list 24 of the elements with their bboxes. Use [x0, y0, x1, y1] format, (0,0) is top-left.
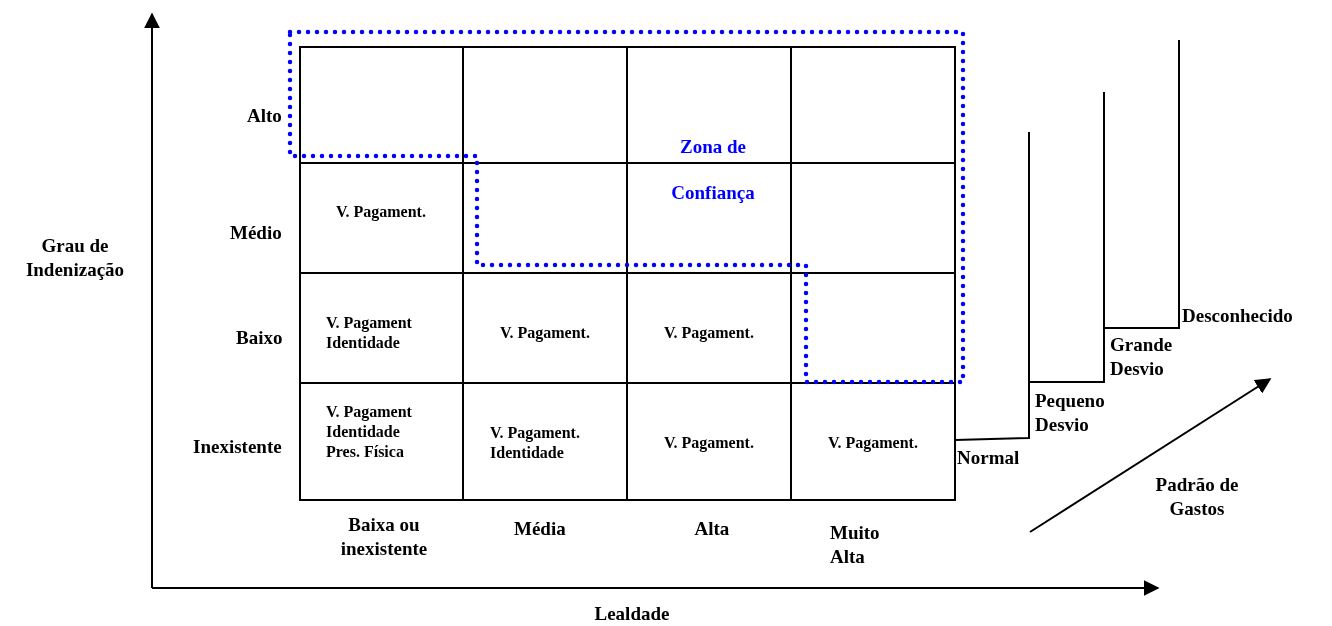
level-label: Pequeno Desvio	[1035, 389, 1106, 437]
cell-text: V. Pagament Identidade Pres. Física	[326, 402, 413, 462]
cell-text: V. Pagament Identidade	[326, 313, 413, 353]
axis-title: Grau de Indenização	[24, 234, 126, 282]
axis-title: Lealdade	[594, 602, 670, 626]
cell-text: V. Pagament.	[664, 433, 754, 453]
cell-text: V. Pagament. Identidade	[490, 423, 581, 463]
column-label: Muito Alta	[830, 521, 881, 569]
row-label: Baixo	[236, 326, 283, 350]
row-label: Médio	[230, 221, 282, 245]
zone-label: Zona de Confiança	[670, 135, 756, 205]
row-label: Alto	[247, 104, 282, 128]
row-label: Inexistente	[193, 435, 282, 459]
cell-text: V. Pagament.	[664, 323, 754, 343]
level-label: Grande Desvio	[1110, 333, 1174, 381]
axis-title: Padrão de Gastos	[1154, 473, 1240, 521]
column-label: Alta	[694, 517, 730, 541]
column-label: Baixa ou inexistente	[339, 513, 429, 561]
cell-text: V. Pagament.	[500, 323, 590, 343]
cell-text: V. Pagament.	[336, 202, 426, 222]
cell-text: V. Pagament.	[828, 433, 918, 453]
level-label: Normal	[957, 446, 1020, 470]
level-label: Desconhecido	[1182, 304, 1293, 328]
column-label: Média	[514, 517, 566, 541]
